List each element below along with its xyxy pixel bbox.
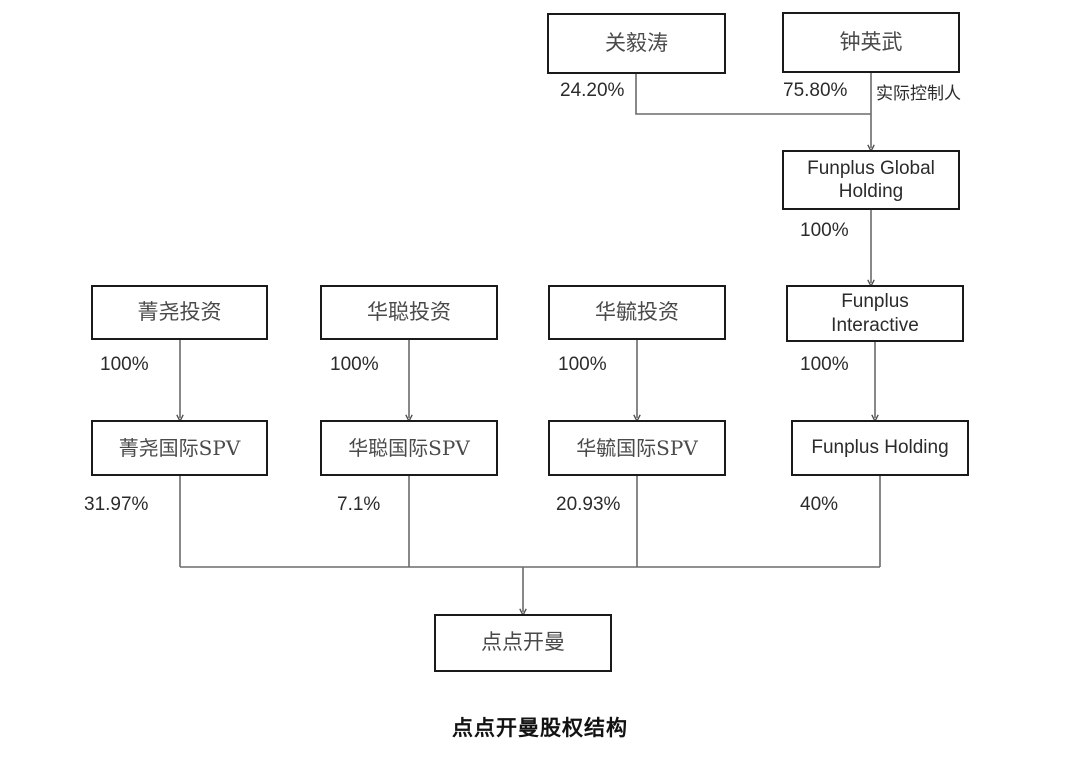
- edge-label-jingyao-spv-share: 31.97%: [84, 494, 149, 515]
- node-diandian-cayman[interactable]: 点点开曼: [434, 614, 612, 672]
- node-jingyao-spv[interactable]: 菁尧国际SPV: [91, 420, 268, 476]
- edge-guan-to-funplus-global: [635, 74, 871, 115]
- edge-label-huayu-spv-share: 20.93%: [556, 494, 621, 515]
- edge-label-jingyao-to-spv-share: 100%: [100, 354, 149, 375]
- node-label-huayu-invest: 华毓投资: [595, 299, 679, 324]
- node-label-huacong-invest: 华聪投资: [367, 299, 451, 324]
- edge-label-guan-share: 24.20%: [560, 80, 625, 101]
- node-funplus-holding[interactable]: Funplus Holding: [791, 420, 969, 476]
- node-label-zhong: 钟英武: [839, 29, 903, 54]
- edge-label-zhong-share: 75.80%: [783, 80, 848, 101]
- node-huayu-invest[interactable]: 华毓投资: [548, 285, 726, 340]
- edge-label-funplus-holding-share: 40%: [800, 494, 839, 515]
- node-label-huayu-spv: 华毓国际SPV: [576, 435, 698, 460]
- figure-caption: 点点开曼股权结构: [452, 715, 628, 740]
- node-zhong[interactable]: 钟英武: [782, 12, 960, 73]
- node-jingyao-invest[interactable]: 菁尧投资: [91, 285, 268, 340]
- node-label-guan: 关毅涛: [605, 30, 668, 55]
- node-label-huacong-spv: 华聪国际SPV: [348, 435, 470, 460]
- node-label-diandian-cayman: 点点开曼: [481, 630, 565, 655]
- edge-label-huayu-to-spv-share: 100%: [558, 354, 607, 375]
- edge-label-fi-to-fh-share: 100%: [800, 354, 849, 375]
- node-huacong-invest[interactable]: 华聪投资: [320, 285, 498, 340]
- node-label-jingyao-spv: 菁尧国际SPV: [118, 435, 241, 460]
- node-label-funplus-holding: Funplus Holding: [811, 437, 949, 459]
- edge-label-huacong-to-spv-share: 100%: [330, 354, 379, 375]
- node-huacong-spv[interactable]: 华聪国际SPV: [320, 420, 498, 476]
- edge-label-huacong-spv-share: 7.1%: [337, 494, 381, 515]
- node-label-jingyao-invest: 菁尧投资: [137, 299, 222, 324]
- edge-label-actual-controller-note: 实际控制人: [876, 84, 961, 104]
- edge-label-fgh-to-fi-share: 100%: [800, 220, 849, 241]
- node-guan[interactable]: 关毅涛: [547, 13, 726, 74]
- node-huayu-spv[interactable]: 华毓国际SPV: [548, 420, 726, 476]
